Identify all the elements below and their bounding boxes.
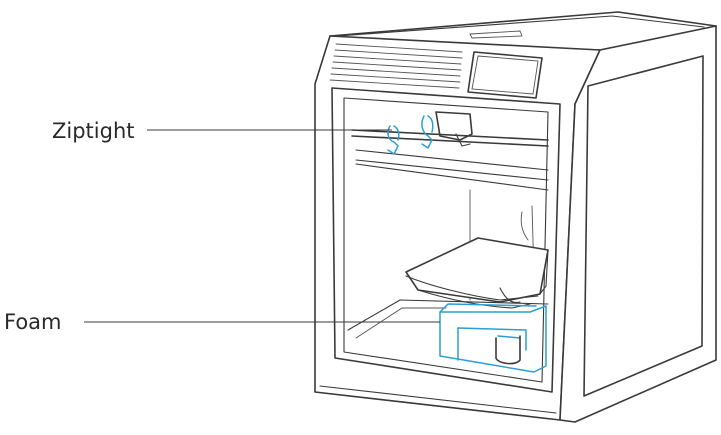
foam-block bbox=[439, 303, 547, 373]
vent-grille bbox=[329, 43, 463, 89]
plate-support bbox=[495, 335, 521, 365]
callout-ziptight: Ziptight bbox=[52, 119, 392, 143]
touch-screen bbox=[467, 51, 543, 99]
ziptight-right bbox=[421, 115, 434, 149]
build-chamber bbox=[331, 87, 561, 393]
printer-body bbox=[314, 11, 717, 423]
foam-label: Foam bbox=[4, 310, 62, 334]
build-plate bbox=[405, 237, 549, 309]
ziptight-left bbox=[387, 125, 400, 155]
ziptight-label: Ziptight bbox=[52, 119, 135, 143]
callout-foam: Foam bbox=[4, 310, 440, 334]
